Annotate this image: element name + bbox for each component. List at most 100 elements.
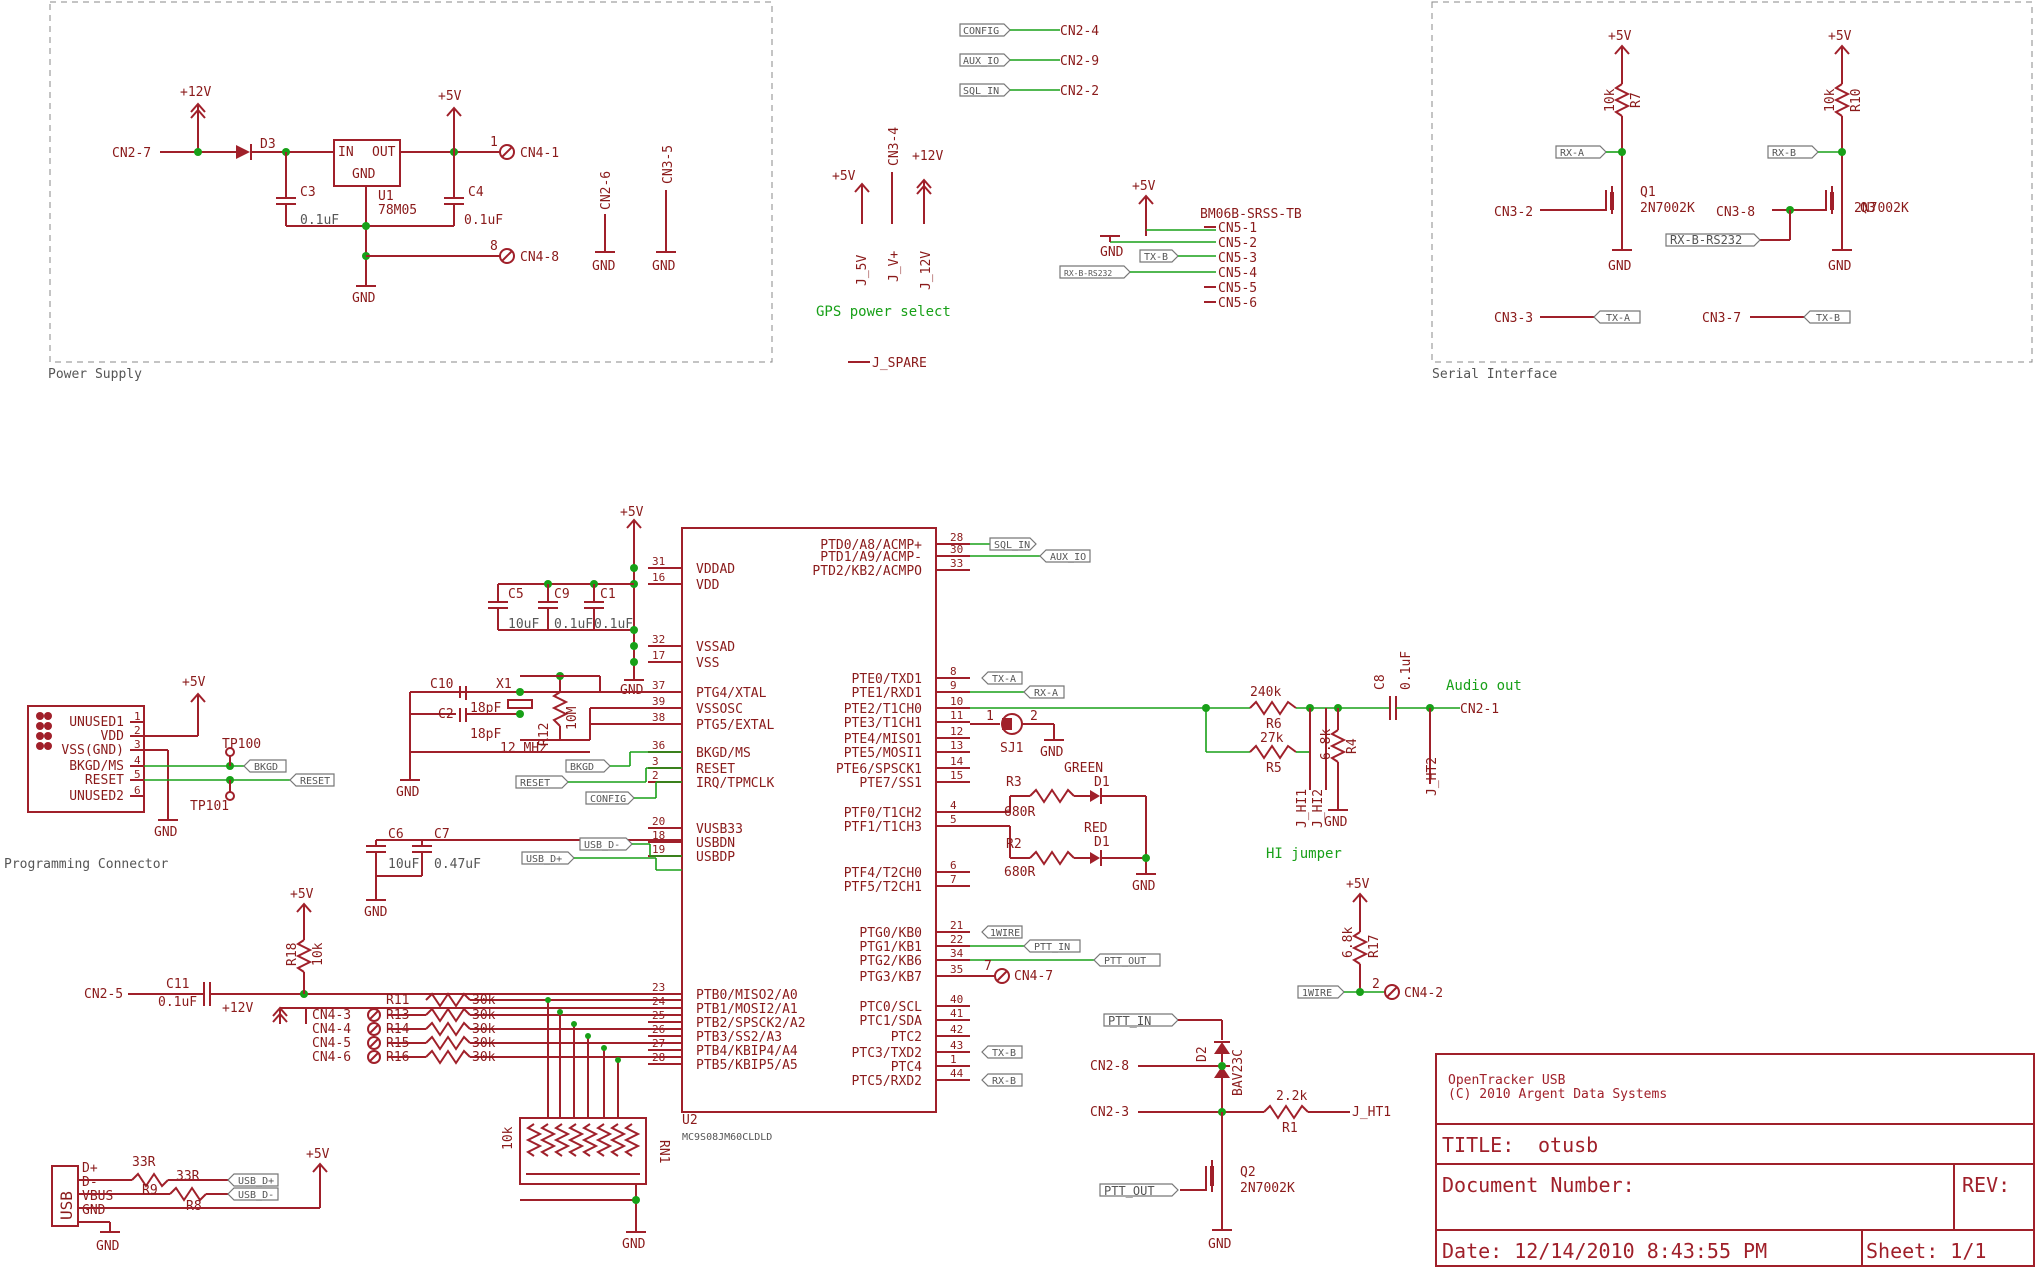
svg-text:+5V: +5V bbox=[438, 89, 462, 104]
svg-text:D1: D1 bbox=[1094, 775, 1110, 790]
svg-text:8: 8 bbox=[490, 239, 498, 254]
svg-text:TP100: TP100 bbox=[222, 737, 261, 752]
mcu-pin-number: 38 bbox=[652, 711, 665, 724]
svg-text:R8: R8 bbox=[186, 1199, 202, 1214]
cn5-pin-list: CN5-1 CN5-2 CN5-3 CN5-4 CN5-5 CN5-6 bbox=[1204, 221, 1257, 311]
prog-pin-name: VDD bbox=[101, 729, 125, 744]
svg-text:TX-B: TX-B bbox=[992, 1048, 1016, 1059]
svg-text:J_12V: J_12V bbox=[919, 251, 934, 290]
svg-text:C7: C7 bbox=[434, 827, 450, 842]
mcu-pin-name: PTC4 bbox=[891, 1060, 922, 1075]
mcu-pin-name: PTB0/MISO2/A0 bbox=[696, 988, 798, 1003]
svg-text:CN3-5: CN3-5 bbox=[661, 145, 676, 184]
mcu-pin-name: PTG2/KB6 bbox=[859, 954, 922, 969]
prog-pin-dots bbox=[36, 712, 52, 750]
mcu-body bbox=[681, 527, 937, 1113]
svg-text:CN2-4: CN2-4 bbox=[1060, 24, 1099, 39]
svg-text:D2: D2 bbox=[1195, 1046, 1210, 1062]
mcu-pin-name: PTE7/SS1 bbox=[859, 776, 922, 791]
svg-text:RX-A: RX-A bbox=[1034, 688, 1058, 699]
svg-text:6.8k: 6.8k bbox=[1341, 927, 1356, 958]
mcu-pin-name: VUSB33 bbox=[696, 822, 743, 837]
svg-text:CN2-6: CN2-6 bbox=[599, 171, 614, 210]
mcu-pin-name: PTG4/XTAL bbox=[696, 686, 767, 701]
svg-text:GND: GND bbox=[1828, 259, 1852, 274]
mcu-pin-number: 17 bbox=[652, 649, 665, 662]
svg-text:R1: R1 bbox=[1282, 1121, 1298, 1136]
svg-text:CN3-2: CN3-2 bbox=[1494, 205, 1533, 220]
mcu-pin-number: 15 bbox=[950, 769, 963, 782]
mcu-pin-number: 8 bbox=[950, 665, 957, 678]
svg-text:RX-A: RX-A bbox=[1560, 148, 1584, 159]
connector-pin-icon bbox=[367, 1036, 381, 1050]
svg-text:CN2-1: CN2-1 bbox=[1460, 702, 1499, 717]
svg-text:GND: GND bbox=[82, 1203, 106, 1218]
connector-pin-icon bbox=[367, 1050, 381, 1064]
svg-text:GND: GND bbox=[154, 825, 178, 840]
svg-text:J_HT2: J_HT2 bbox=[1425, 757, 1440, 796]
svg-text:1: 1 bbox=[986, 709, 994, 724]
svg-text:OUT: OUT bbox=[372, 145, 396, 160]
svg-text:7: 7 bbox=[984, 959, 992, 974]
svg-text:6.8k: 6.8k bbox=[1319, 729, 1334, 760]
svg-text:2N7002K: 2N7002K bbox=[1240, 1181, 1295, 1196]
svg-text:+5V: +5V bbox=[1828, 29, 1852, 44]
svg-text:X1: X1 bbox=[496, 677, 512, 692]
svg-text:TX-A: TX-A bbox=[992, 674, 1016, 685]
mcu-pin-name: PTE6/SPSCK1 bbox=[836, 762, 922, 777]
svg-text:PTT_IN: PTT_IN bbox=[1034, 942, 1070, 953]
svg-text:BKGD: BKGD bbox=[254, 762, 278, 773]
svg-text:240k: 240k bbox=[1250, 685, 1281, 700]
mcu-pin-number: 39 bbox=[652, 695, 665, 708]
prog-pin-name: UNUSED1 bbox=[69, 715, 124, 730]
usb-caps: C6 C7 10uF 0.47uF GND bbox=[364, 827, 682, 920]
svg-text:CN3-3: CN3-3 bbox=[1494, 311, 1533, 326]
cn5-connector: +5V GND BM06B-SRSS-TB TX-B RX-B-RS232 CN… bbox=[1059, 179, 1302, 311]
mcu-pin-number: 44 bbox=[950, 1067, 964, 1080]
mcu-pin-name: PTC2 bbox=[891, 1030, 922, 1045]
svg-text:33R: 33R bbox=[132, 1155, 156, 1170]
svg-text:R2: R2 bbox=[1006, 837, 1022, 852]
svg-text:CONFIG: CONFIG bbox=[963, 26, 999, 37]
svg-text:U1: U1 bbox=[378, 189, 394, 204]
svg-text:GND: GND bbox=[1100, 245, 1124, 260]
mcu-pin-name: PTF5/T2CH1 bbox=[844, 880, 922, 895]
mcu-pin-name: BKGD/MS bbox=[696, 746, 751, 761]
svg-text:PTT_OUT: PTT_OUT bbox=[1104, 1184, 1155, 1198]
svg-text:SQL_IN: SQL_IN bbox=[963, 86, 999, 97]
mcu-pin-name: PTB3/SS2/A3 bbox=[696, 1030, 782, 1045]
svg-text:RESET: RESET bbox=[300, 776, 330, 787]
svg-text:0.1uF: 0.1uF bbox=[158, 995, 197, 1010]
svg-text:2.2k: 2.2k bbox=[1276, 1089, 1307, 1104]
mcu-pin-name: PTF0/T1CH2 bbox=[844, 806, 922, 821]
prog-pin-name: UNUSED2 bbox=[69, 789, 124, 804]
portb-resistor bbox=[425, 1049, 471, 1065]
mcu-pin-name: IRQ/TPMCLK bbox=[696, 776, 774, 791]
mcu-pin-number: 13 bbox=[950, 739, 963, 752]
svg-text:10uF: 10uF bbox=[388, 857, 419, 872]
svg-text:J_HI1: J_HI1 bbox=[1295, 789, 1310, 828]
svg-text:+5V: +5V bbox=[182, 675, 206, 690]
mcu-pin-name: PTC5/RXD2 bbox=[852, 1074, 922, 1089]
mcu-pin-number: 42 bbox=[950, 1023, 963, 1036]
svg-text:R9: R9 bbox=[142, 1183, 158, 1198]
svg-text:1: 1 bbox=[490, 135, 498, 150]
svg-text:C3: C3 bbox=[300, 185, 316, 200]
mcu-pin-number: 36 bbox=[652, 739, 665, 752]
svg-text:+5V: +5V bbox=[290, 887, 314, 902]
svg-text:18pF: 18pF bbox=[470, 701, 501, 716]
svg-text:GND: GND bbox=[592, 259, 616, 274]
prog-pin-name: RESET bbox=[85, 773, 124, 788]
usb-connector: USB D+ D- VBUS GND 33R 33R R9 R8 USB_D+ … bbox=[51, 1147, 330, 1254]
svg-text:BKGD: BKGD bbox=[570, 762, 594, 773]
svg-text:CN4-8: CN4-8 bbox=[520, 250, 559, 265]
svg-text:RED: RED bbox=[1084, 821, 1108, 836]
prog-header bbox=[27, 705, 145, 813]
title-value: otusb bbox=[1538, 1133, 1598, 1157]
svg-text:R17: R17 bbox=[1367, 935, 1382, 958]
mcu-pin-number: 12 bbox=[950, 725, 963, 738]
svg-text:IN: IN bbox=[338, 145, 354, 160]
svg-text:J_HT1: J_HT1 bbox=[1352, 1105, 1391, 1120]
svg-text:C4: C4 bbox=[468, 185, 484, 200]
mcu-pin-name: PTC1/SDA bbox=[859, 1014, 922, 1029]
